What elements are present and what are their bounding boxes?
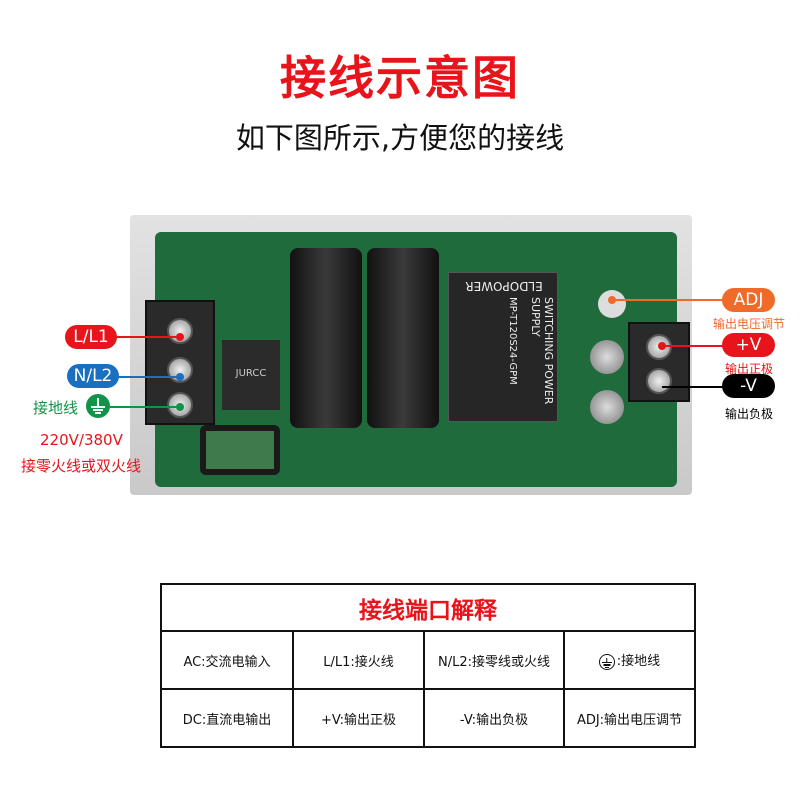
neutral-dot (176, 373, 184, 381)
ground-label: 接地线 (33, 399, 79, 417)
pos-note: 输出正极 (724, 362, 773, 376)
input-terminal-block (145, 300, 215, 425)
adj-wire (612, 299, 724, 301)
adj-dot (608, 296, 616, 304)
ground-dot (176, 403, 184, 411)
page-title: 接线示意图 (280, 51, 520, 105)
transformer (200, 425, 280, 475)
table-cell: AC:交流电输入 (160, 630, 294, 690)
table-cell: ADJ:输出电压调节 (563, 688, 696, 748)
table-cell: +V:输出正极 (292, 688, 425, 748)
table-cell: :接地线 (563, 630, 696, 690)
brand-label: ELDOPOWER (465, 279, 543, 293)
capacitor (367, 248, 439, 428)
adj-potentiometer (598, 290, 626, 318)
ground-icon (598, 653, 615, 670)
line-wire (112, 336, 178, 338)
input-voltage: 220V/380V (40, 431, 123, 449)
port-explanation-table: 接线端口解释 AC:交流电输入 L/L1:接火线 N/L2:接零线或火线 :接地… (160, 583, 696, 748)
adj-note: 输出电压调节 (712, 317, 785, 331)
capacitor (590, 390, 624, 424)
ground-icon (86, 394, 110, 418)
neg-note: 输出负极 (724, 407, 773, 421)
ground-wire (106, 406, 178, 408)
table-cell-text: :接地线 (616, 654, 661, 670)
neg-label: -V (722, 374, 775, 398)
table-row: DC:直流电输出 +V:输出正极 -V:输出负极 ADJ:输出电压调节 (160, 688, 696, 748)
neutral-wire (114, 376, 178, 378)
table-cell: -V:输出负极 (423, 688, 565, 748)
output-terminal-block (628, 322, 690, 402)
type-label: SWITCHING POWER SUPPLY (529, 297, 555, 405)
input-note: 接零火线或双火线 (21, 457, 142, 475)
terminal-screw-neg (646, 368, 672, 394)
pos-wire (662, 345, 724, 347)
neg-wire (662, 386, 724, 388)
table-cell: DC:直流电输出 (160, 688, 294, 748)
terminal-screw-n (167, 357, 193, 383)
table-cell: L/L1:接火线 (292, 630, 425, 690)
table-title: 接线端口解释 (160, 583, 696, 632)
capacitor (590, 340, 624, 374)
pos-label: +V (722, 333, 775, 357)
table-row: AC:交流电输入 L/L1:接火线 N/L2:接零线或火线 :接地线 (160, 630, 696, 690)
inductor: JURCC (222, 340, 280, 410)
power-module: ELDOPOWER SWITCHING POWER SUPPLY MP-T120… (448, 272, 558, 422)
pos-dot (658, 342, 666, 350)
model-label: MP-T120S24-GPM (507, 297, 518, 385)
line-label: L/L1 (65, 325, 117, 349)
neutral-label: N/L2 (67, 364, 119, 388)
table-cell: N/L2:接零线或火线 (423, 630, 565, 690)
capacitor (290, 248, 362, 428)
page-subtitle: 如下图所示,方便您的接线 (235, 121, 565, 155)
adj-label: ADJ (722, 288, 775, 312)
line-dot (176, 333, 184, 341)
